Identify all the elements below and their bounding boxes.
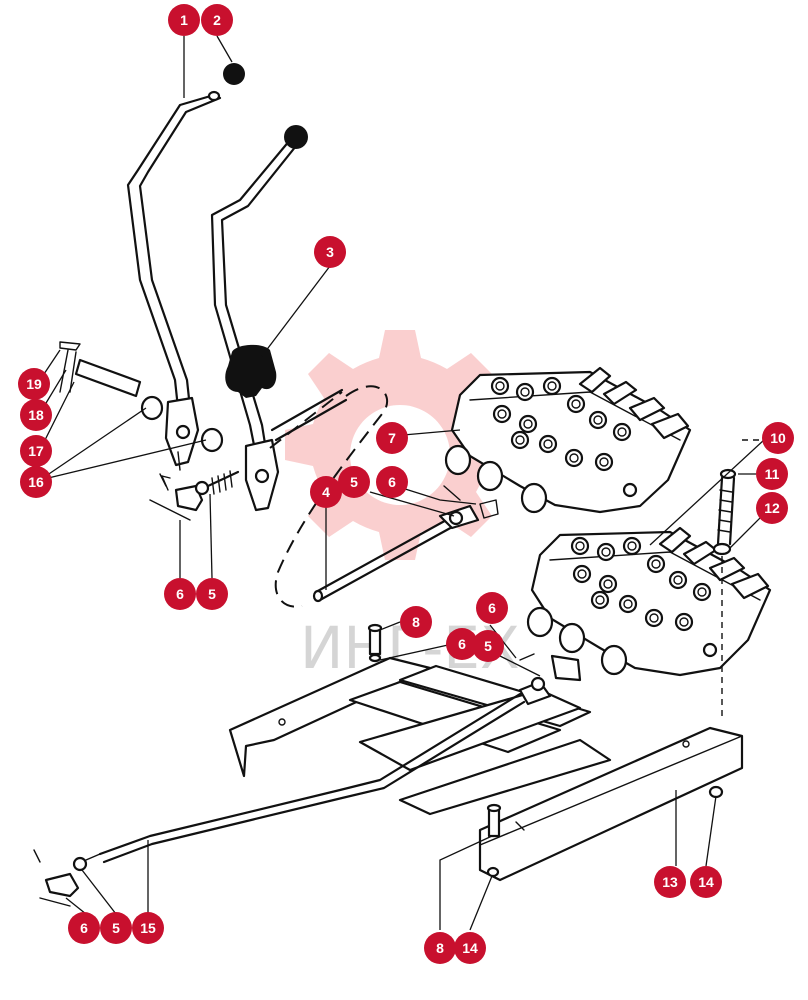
svg-text:15: 15 [140,920,156,936]
callout-8-upper: 8 [400,606,432,638]
control-rod-long [98,653,582,864]
svg-text:13: 13 [662,874,678,890]
svg-text:6: 6 [80,920,88,936]
callout-6-lower-mid-a: 6 [476,592,508,624]
callout-1: 1 [168,4,200,36]
svg-text:11: 11 [765,466,780,482]
svg-text:6: 6 [458,636,466,652]
callout-6-lower-left: 6 [68,912,100,944]
callout-10: 10 [762,422,794,454]
svg-text:3: 3 [326,244,334,260]
callout-13: 13 [654,866,686,898]
callout-5-upper-left: 5 [196,578,228,610]
svg-text:6: 6 [388,474,396,490]
clevis-assembly-upper-left [149,470,240,521]
callout-6-upper-mid: 6 [376,466,408,498]
svg-text:8: 8 [436,940,444,956]
lever-knob [223,63,245,85]
callout-18: 18 [20,399,52,431]
pivot-shaft-assembly [59,341,224,487]
callout-15: 15 [132,912,164,944]
control-lever-left [126,90,222,471]
callout-11: 11 [756,458,788,490]
callout-16: 16 [20,466,52,498]
svg-text:2: 2 [213,12,221,28]
svg-text:8: 8 [412,614,420,630]
svg-text:5: 5 [484,638,492,654]
svg-text:5: 5 [112,920,120,936]
svg-text:6: 6 [176,586,184,602]
callout-2: 2 [201,4,233,36]
svg-text:5: 5 [208,586,216,602]
callout-4: 4 [310,476,342,508]
callout-19: 19 [18,368,50,400]
svg-text:14: 14 [462,940,478,956]
callout-17: 17 [20,435,52,467]
callout-14-right: 14 [690,866,722,898]
control-rod-upper [269,385,499,608]
control-valve-lower [526,526,772,677]
small-bolts-and-nuts [367,623,724,878]
mounting-frame [228,656,744,882]
svg-text:5: 5 [350,474,358,490]
lever-boot [225,344,277,398]
callout-14-lower: 14 [454,932,486,964]
callout-8-lower: 8 [424,932,456,964]
callout-6-upper-left: 6 [164,578,196,610]
callout-7: 7 [376,422,408,454]
clevis-assembly-lower-left [33,849,101,907]
svg-text:4: 4 [322,484,330,500]
callout-5-lower-left: 5 [100,912,132,944]
svg-text:14: 14 [698,874,714,890]
callout-6-lower-mid-b: 6 [446,628,478,660]
svg-text:18: 18 [28,407,44,423]
control-valve-upper [444,366,692,514]
svg-text:19: 19 [26,376,42,392]
svg-text:17: 17 [28,443,44,459]
svg-text:6: 6 [488,600,496,616]
callout-3: 3 [314,236,346,268]
svg-text:16: 16 [28,474,44,490]
callout-5-upper-mid: 5 [338,466,370,498]
svg-text:12: 12 [764,500,780,516]
callout-12: 12 [756,492,788,524]
control-lever-middle [210,125,308,512]
svg-text:7: 7 [388,430,396,446]
svg-text:1: 1 [180,12,188,28]
svg-text:10: 10 [770,430,786,446]
callout-5-lower-mid: 5 [472,630,504,662]
